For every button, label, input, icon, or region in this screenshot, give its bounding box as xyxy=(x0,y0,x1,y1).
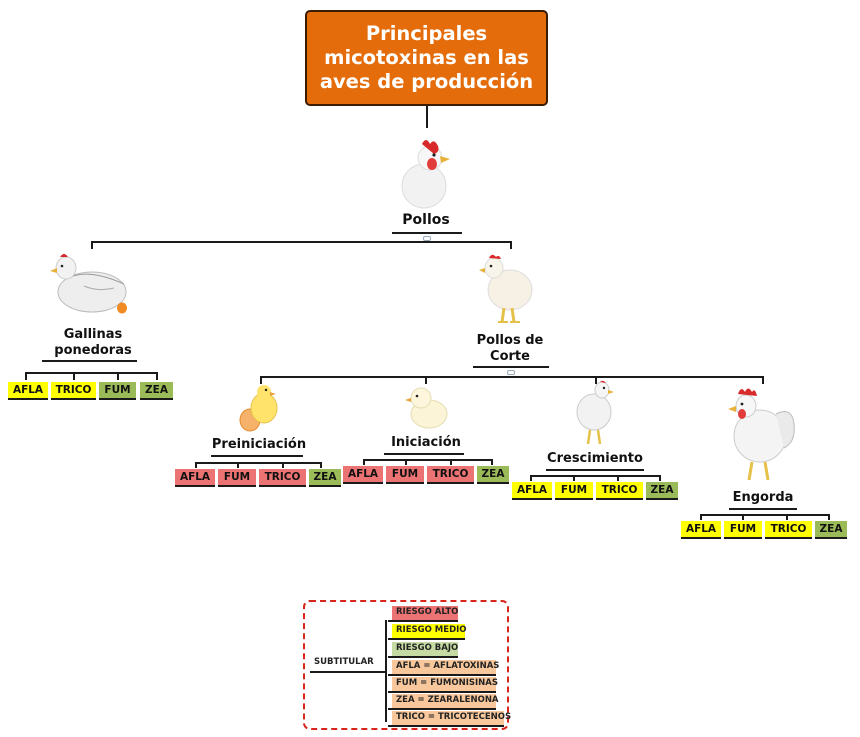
legend-afla: AFLA = AFLATOXINAS xyxy=(392,660,499,674)
connector xyxy=(762,376,764,384)
connector xyxy=(73,372,75,380)
connector xyxy=(425,376,427,384)
connector xyxy=(786,514,788,520)
connector xyxy=(510,241,512,249)
connector xyxy=(195,462,197,468)
legend-box xyxy=(303,600,509,730)
tag-trico: TRICO xyxy=(259,469,306,487)
legend-underline xyxy=(388,620,458,622)
node-iniciacion-underline xyxy=(384,453,464,455)
laying-hen-icon xyxy=(50,254,127,314)
node-preiniciacion: Preiniciación xyxy=(211,437,307,452)
node-pollos: Pollos xyxy=(402,212,450,228)
connector xyxy=(260,376,262,384)
connector xyxy=(595,376,597,384)
node-pollos-de-corte: Pollos de Corte xyxy=(476,333,544,364)
connector xyxy=(25,372,158,374)
connector-handle xyxy=(423,236,431,241)
legend-riesgo-alto: RIESGO ALTO xyxy=(392,606,458,620)
connector xyxy=(25,372,27,380)
node-gallinas-underline xyxy=(42,360,137,362)
growing-chicken-icon xyxy=(576,380,614,445)
connector xyxy=(659,475,661,481)
tag-trico: TRICO xyxy=(427,466,474,484)
connector xyxy=(491,459,493,465)
tag-fum: FUM xyxy=(386,466,424,484)
legend-subtitular: SUBTITULAR xyxy=(314,657,374,667)
node-crescimiento: Crescimiento xyxy=(547,451,643,466)
chick-with-egg-icon xyxy=(239,385,278,432)
connector xyxy=(617,475,619,481)
tag-afla: AFLA xyxy=(175,469,215,487)
connector xyxy=(363,459,493,461)
node-pollos-de-corte-underline xyxy=(473,366,549,368)
broiler-chicken-icon xyxy=(479,254,533,323)
tag-afla: AFLA xyxy=(343,466,383,484)
title-box: Principales micotoxinas en las aves de p… xyxy=(305,10,548,106)
adult-rooster-icon xyxy=(728,388,795,481)
tag-fum: FUM xyxy=(99,382,136,400)
tag-zea: ZEA xyxy=(815,521,847,539)
tag-zea: ZEA xyxy=(646,482,678,500)
connector xyxy=(156,372,158,380)
node-engorda-underline xyxy=(729,508,797,510)
rooster-head-icon xyxy=(401,140,450,209)
legend-fum: FUM = FUMONISINAS xyxy=(392,677,498,691)
connector xyxy=(530,475,661,477)
connector xyxy=(282,462,284,468)
legend-riesgo-bajo: RIESGO BAJO xyxy=(392,642,458,656)
legend-underline xyxy=(388,656,458,658)
connector xyxy=(260,376,764,378)
tag-fum: FUM xyxy=(724,521,762,539)
connector xyxy=(237,462,239,468)
connector xyxy=(405,459,407,465)
legend-underline xyxy=(388,638,465,640)
connector xyxy=(117,372,119,380)
tag-afla: AFLA xyxy=(8,382,48,400)
tag-zea: ZEA xyxy=(477,466,509,484)
node-pollos-underline xyxy=(392,232,462,234)
node-preiniciacion-underline xyxy=(211,455,303,457)
node-engorda: Engorda xyxy=(732,490,794,505)
connector xyxy=(195,462,322,464)
tag-trico: TRICO xyxy=(51,382,96,400)
connector xyxy=(573,475,575,481)
connector-handle xyxy=(507,370,515,375)
tag-fum: FUM xyxy=(555,482,593,500)
connector xyxy=(742,514,744,520)
node-gallinas-ponedoras: Gallinas ponedoras xyxy=(54,327,132,358)
tag-trico: TRICO xyxy=(765,521,812,539)
tag-afla: AFLA xyxy=(512,482,552,500)
legend-underline xyxy=(388,725,504,727)
connector xyxy=(828,514,830,520)
young-chick-icon xyxy=(405,387,448,429)
tag-trico: TRICO xyxy=(596,482,643,500)
legend-underline xyxy=(388,708,496,710)
legend-connector xyxy=(385,620,387,722)
connector xyxy=(320,462,322,468)
legend-zea: ZEA = ZEARALENONA xyxy=(392,694,499,708)
node-crescimiento-underline xyxy=(546,469,644,471)
connector xyxy=(700,514,702,520)
legend-trico: TRICO = TRICOTECENOS xyxy=(392,711,511,725)
connector xyxy=(450,459,452,465)
connector xyxy=(91,241,93,249)
connector xyxy=(426,106,428,128)
connector xyxy=(700,514,830,516)
connector xyxy=(363,459,365,465)
tag-afla: AFLA xyxy=(681,521,721,539)
legend-underline xyxy=(388,674,496,676)
page-title: Principales micotoxinas en las aves de p… xyxy=(319,22,534,93)
legend-underline xyxy=(388,691,496,693)
tag-zea: ZEA xyxy=(140,382,173,400)
tag-fum: FUM xyxy=(218,469,256,487)
legend-connector xyxy=(310,671,386,673)
node-iniciacion: Iniciación xyxy=(391,435,461,450)
connector xyxy=(91,241,512,243)
connector xyxy=(530,475,532,481)
legend-riesgo-medio: RIESGO MEDIO xyxy=(392,624,467,638)
tag-zea: ZEA xyxy=(309,469,341,487)
